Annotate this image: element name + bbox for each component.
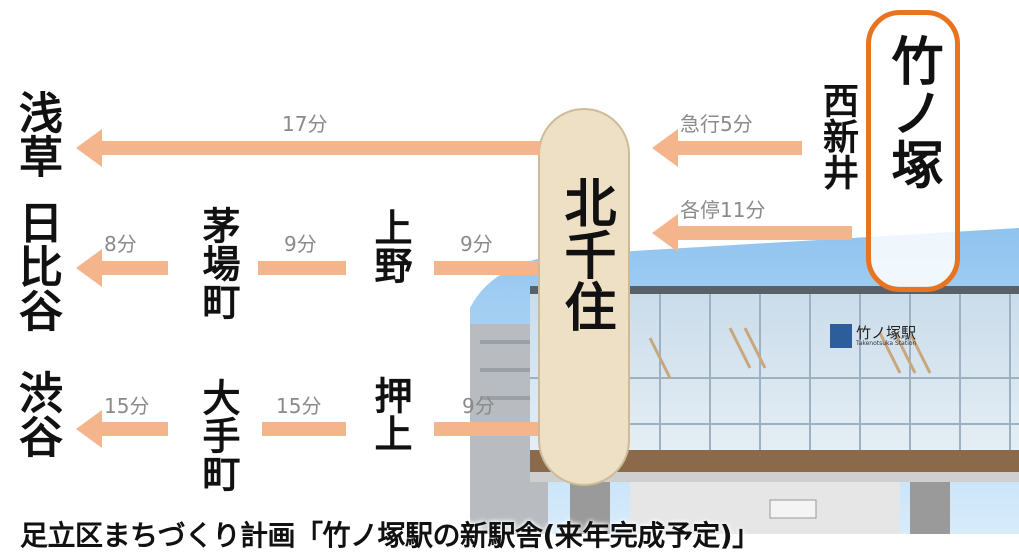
caption: 足立区まちづくり計画「竹ノ塚駅の新駅舎(来年完成予定)」 bbox=[20, 519, 760, 552]
dest-hibiya: 日比谷 bbox=[11, 200, 62, 332]
station-oshiage: 押上 bbox=[368, 376, 412, 452]
kitasenju-hub bbox=[538, 108, 630, 486]
arrow-kitasenju-asakusa bbox=[76, 129, 540, 167]
sign-bar-icon bbox=[830, 324, 852, 348]
time-kayabacho-ueno: 9分 bbox=[284, 232, 317, 256]
takenotsuka-highlight bbox=[866, 10, 960, 292]
station-sign: 竹ノ塚駅 Takenotsuka Station bbox=[830, 324, 960, 350]
arrow-kitasenju-oshiage bbox=[434, 422, 538, 436]
station-kitasenju: 北千住 bbox=[555, 176, 615, 332]
station-nishiarai: 西新井 bbox=[817, 82, 858, 190]
time-ueno-kitasenju: 9分 bbox=[460, 232, 493, 256]
station-kayabacho: 茅場町 bbox=[196, 206, 240, 320]
time-otemachi-oshiage: 15分 bbox=[276, 394, 322, 418]
arrow-otemachi-shibuya bbox=[76, 410, 168, 448]
arrow-oshiage-otemachi bbox=[262, 422, 346, 436]
sign-romaji: Takenotsuka Station bbox=[856, 340, 917, 347]
arrow-kayabacho-hibiya bbox=[76, 249, 168, 287]
station-takenotsuka: 竹ノ塚 bbox=[882, 34, 942, 190]
dest-shibuya: 渋谷 bbox=[11, 370, 62, 458]
dest-asakusa: 浅草 bbox=[11, 90, 62, 178]
arrow-takenotsuka-kitasenju-local bbox=[652, 214, 852, 252]
time-express: 急行5分 bbox=[680, 112, 753, 136]
time-to-asakusa: 17分 bbox=[282, 112, 328, 136]
time-to-hibiya: 8分 bbox=[104, 232, 137, 256]
time-to-shibuya: 15分 bbox=[104, 394, 150, 418]
arrow-nishiarai-kitasenju-express bbox=[652, 129, 802, 167]
station-otemachi: 大手町 bbox=[196, 378, 240, 492]
time-local: 各停11分 bbox=[680, 198, 766, 222]
sign-name: 竹ノ塚駅 bbox=[856, 324, 917, 342]
arrow-ueno-kayabacho bbox=[258, 261, 346, 275]
arrow-kitasenju-ueno bbox=[434, 261, 538, 275]
time-oshiage-kitasenju: 9分 bbox=[462, 394, 495, 418]
station-ueno: 上野 bbox=[368, 208, 412, 284]
